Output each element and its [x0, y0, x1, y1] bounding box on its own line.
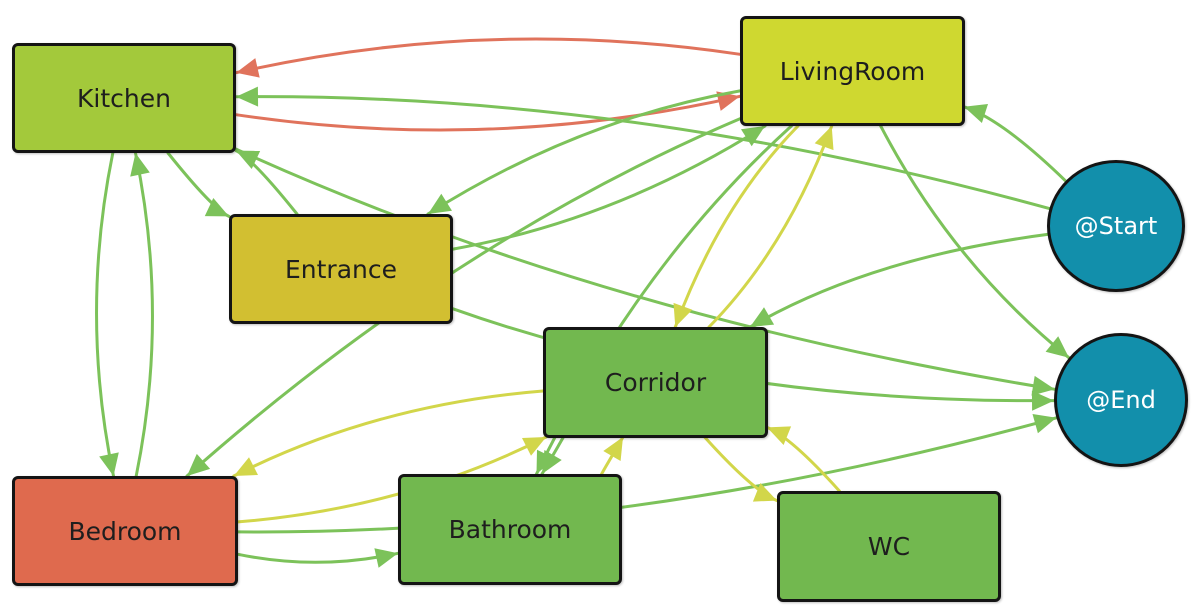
edge-start-to-corridor [748, 232, 1050, 329]
arrowhead-icon [750, 307, 775, 327]
edge-entrance-to-living [451, 124, 767, 251]
edge-corridor-to-bedroom [232, 389, 545, 478]
node-label: Entrance [284, 254, 397, 284]
node-label: LivingRoom [779, 56, 926, 86]
edge-living-to-corridor [673, 124, 800, 329]
node-wc[interactable]: WC [777, 491, 1001, 602]
arrowhead-icon [964, 104, 988, 123]
edge-kitchen-to-end [234, 147, 1057, 391]
edge-living-to-kitchen [234, 37, 742, 75]
node-label: Corridor [604, 368, 707, 397]
arrowhead-icon [187, 453, 211, 476]
arrowhead-icon [542, 450, 562, 474]
node-start[interactable]: @Start [1047, 160, 1185, 292]
arrowhead-icon [233, 457, 258, 476]
node-bedroom[interactable]: Bedroom [12, 476, 238, 586]
node-entrance[interactable]: Entrance [229, 214, 453, 324]
edge-living-to-bedroom [185, 117, 742, 478]
arrowhead-icon [752, 483, 777, 502]
edge-living-to-end [879, 124, 1071, 360]
arrowhead-icon [1045, 336, 1069, 358]
node-label: WC [867, 532, 911, 561]
arrowhead-icon [767, 426, 792, 445]
node-livingroom[interactable]: LivingRoom [740, 16, 965, 126]
edge-bedroom-to-bathroom [236, 551, 400, 564]
arrowhead-icon [1031, 390, 1054, 411]
edge-corridor-to-living [707, 124, 834, 329]
arrowhead-icon [236, 150, 261, 169]
arrowhead-icon [236, 58, 260, 78]
edge-living-to-entrance [426, 89, 742, 216]
arrowhead-icon [99, 452, 119, 476]
arrowhead-icon [1032, 414, 1057, 434]
node-kitchen[interactable]: Kitchen [12, 43, 236, 153]
edge-bedroom-to-end [236, 416, 1058, 534]
edge-bedroom-to-kitchen [134, 151, 154, 478]
node-bathroom[interactable]: Bathroom [398, 474, 622, 585]
arrowhead-icon [603, 437, 623, 461]
arrowhead-icon [522, 437, 547, 456]
arrowhead-icon [130, 153, 150, 177]
arrowhead-icon [741, 126, 765, 147]
node-label: Kitchen [77, 83, 171, 113]
arrowhead-icon [716, 91, 740, 111]
node-label: Bedroom [68, 516, 182, 546]
arrowhead-icon [814, 126, 834, 151]
arrowhead-icon [236, 86, 259, 107]
node-end[interactable]: @End [1054, 333, 1188, 467]
arrowhead-icon [204, 198, 229, 217]
node-label: @Start [1074, 212, 1158, 240]
arrowhead-icon [673, 302, 693, 327]
arrowhead-icon [428, 193, 452, 214]
edge-kitchen-to-bedroom [95, 151, 115, 478]
node-label: Bathroom [448, 515, 572, 544]
node-label: @End [1086, 386, 1156, 414]
edge-kitchen-to-living [234, 94, 742, 132]
arrowhead-icon [1031, 375, 1055, 396]
edge-start-to-kitchen [234, 95, 1051, 211]
node-corridor[interactable]: Corridor [543, 327, 768, 438]
arrowhead-icon [374, 548, 398, 568]
